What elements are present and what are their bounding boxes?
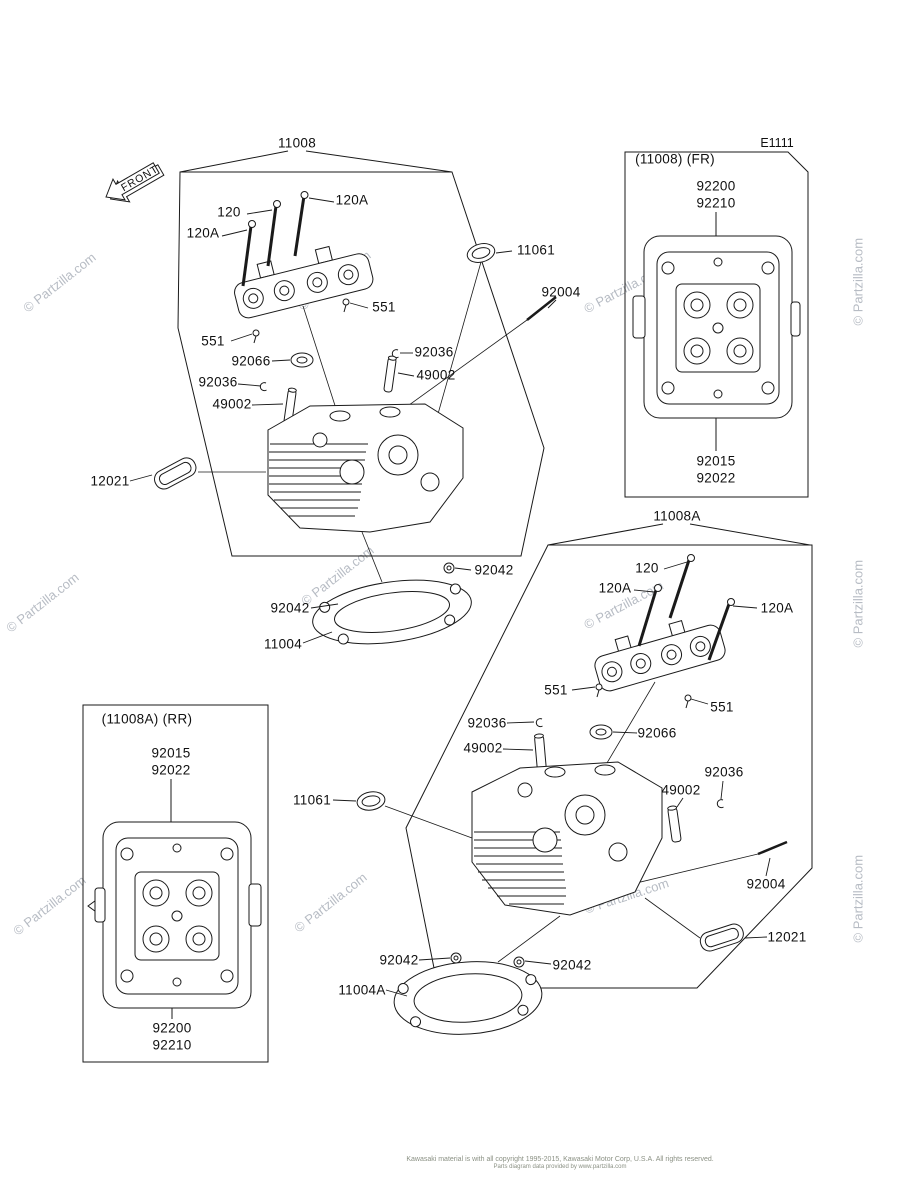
front-inset-box — [624, 151, 809, 498]
part-callout-92004-2: 92004 — [746, 876, 786, 892]
part-callout-12021-2: 12021 — [767, 929, 807, 945]
stud-rear-drawing — [757, 840, 788, 856]
part-callout-12021-1: 12021 — [90, 473, 130, 489]
part-callout-551-3: 551 — [544, 682, 568, 698]
part-callout-92042-3: 92042 — [379, 952, 419, 968]
footer-line-2: Parts diagram data provided by www.partz… — [493, 1164, 627, 1170]
part-callout-92036-3: 92036 — [467, 715, 507, 731]
part-number: 92022 — [696, 470, 736, 485]
part-callout-120-2: 120 — [635, 560, 659, 576]
leader-lines — [129, 197, 771, 997]
part-callout-11008a: 11008A — [653, 508, 701, 524]
part-number: 92210 — [152, 1037, 192, 1052]
rear-inset-bottom-part-numbers: 92200 92210 — [152, 1021, 191, 1054]
part-callout-49002-3: 49002 — [463, 740, 503, 756]
part-callout-11004: 11004 — [263, 636, 303, 652]
part-callout-11008: 11008 — [277, 135, 317, 151]
part-number: 92200 — [152, 1020, 192, 1036]
head-gasket-11004-drawing — [312, 579, 472, 645]
valve-clips-92036 — [259, 349, 724, 809]
cylinder-head-front-view-drawing — [632, 212, 801, 451]
rocker-assembly-rear-drawing — [594, 619, 726, 692]
plate-12021-rear — [699, 923, 744, 952]
front-inset-title: (11008) (FR) — [635, 151, 715, 167]
part-callout-92042-1: 92042 — [474, 562, 514, 578]
cylinder-head-front-drawing — [267, 403, 464, 533]
part-callout-92042-4: 92042 — [552, 957, 592, 973]
oring-11061-front — [466, 243, 496, 263]
part-callout-120a-4: 120A — [760, 600, 794, 616]
part-callout-120a-2: 120A — [186, 225, 220, 241]
page-code: E1111 — [760, 136, 794, 150]
plate-12021-front — [154, 457, 197, 490]
front-direction-arrow-icon: FRONT — [105, 162, 165, 203]
rear-inset-top-part-numbers: 92015 92022 — [151, 746, 190, 779]
part-callout-92042-2: 92042 — [270, 600, 310, 616]
part-callout-92004-1: 92004 — [541, 284, 581, 300]
front-inset-top-part-numbers: 92200 92210 — [696, 179, 735, 212]
part-callout-120a-1: 120A — [335, 192, 369, 208]
part-callout-49002-4: 49002 — [661, 782, 701, 798]
part-callout-49002-1: 49002 — [416, 367, 456, 383]
stud-front-drawing — [526, 296, 557, 321]
part-callout-551-4: 551 — [710, 699, 734, 715]
valve-guides-49002 — [283, 355, 682, 843]
part-callout-551-2: 551 — [201, 333, 225, 349]
rocker-assembly-front-drawing — [234, 245, 374, 319]
part-callout-92066-1: 92066 — [231, 353, 271, 369]
part-callout-92066-2: 92066 — [637, 725, 677, 741]
front-assembly-enclosure — [177, 150, 545, 557]
cylinder-head-rear-drawing — [471, 761, 663, 916]
rear-inset-title: (11008A) (RR) — [101, 711, 193, 727]
part-number: 92022 — [151, 762, 191, 777]
head-gasket-11004a-drawing — [393, 961, 543, 1035]
rocker-bolts-front — [241, 191, 309, 287]
footer-copyright: Kawasaki material is with all copyright … — [406, 1156, 713, 1171]
oring-11061-rear — [356, 791, 386, 811]
cylinder-head-rear-view-drawing — [94, 779, 262, 1019]
part-number: 92015 — [696, 453, 736, 469]
pins-551 — [252, 298, 692, 709]
cap-92066-rear — [589, 724, 613, 740]
front-inset-bottom-part-numbers: 92015 92022 — [696, 454, 735, 487]
rocker-bolts-rear — [637, 554, 735, 661]
part-callout-11061-2: 11061 — [292, 792, 332, 808]
part-callout-92036-1: 92036 — [414, 344, 454, 360]
part-callout-120a-3: 120A — [598, 580, 632, 596]
part-callout-92036-4: 92036 — [704, 764, 744, 780]
part-callout-49002-2: 49002 — [212, 396, 252, 412]
part-callout-92036-2: 92036 — [198, 374, 238, 390]
part-number: 92015 — [151, 745, 191, 761]
part-callout-551-1: 551 — [372, 299, 396, 315]
rear-assembly-enclosure — [405, 523, 813, 989]
cap-92066-front — [290, 352, 314, 368]
part-number: 92200 — [696, 178, 736, 194]
part-callout-11061-1: 11061 — [516, 242, 556, 258]
assembly-axis-lines — [198, 261, 759, 963]
part-number: 92210 — [696, 195, 736, 210]
part-callout-120-1: 120 — [217, 204, 241, 220]
footer-line-1: Kawasaki material is with all copyright … — [406, 1156, 714, 1163]
part-callout-11004a: 11004A — [338, 982, 386, 998]
